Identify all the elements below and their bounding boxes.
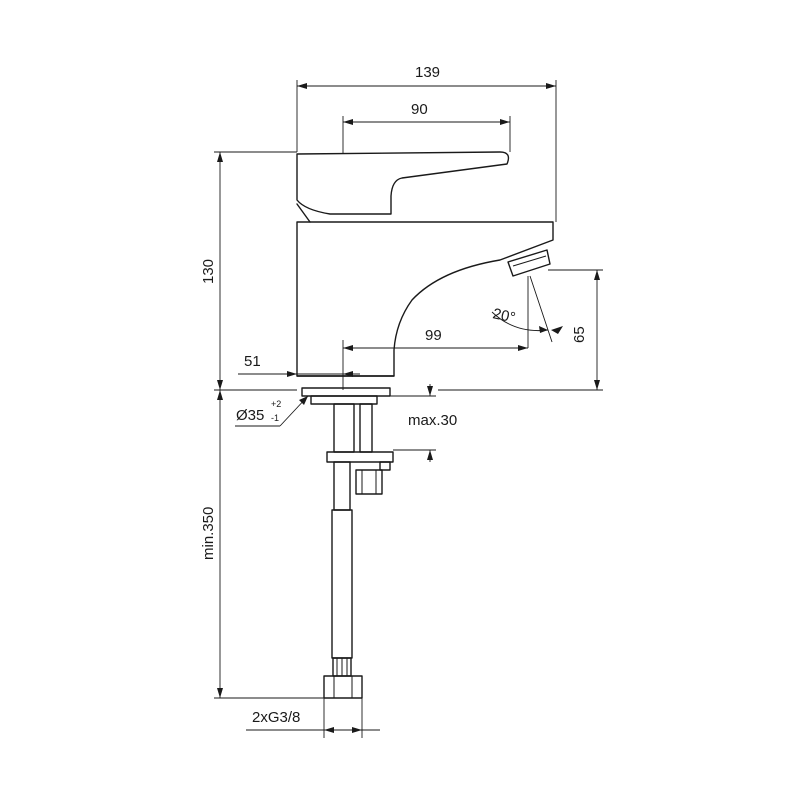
dim-max-deck-thickness: max.30 xyxy=(378,384,457,462)
dim-99-label: 99 xyxy=(425,327,442,344)
dim-spout-angle: 20° xyxy=(491,275,563,348)
dim-90-label: 90 xyxy=(411,101,428,118)
dim-thread-label: 2xG3/8 xyxy=(252,709,300,726)
dim-base-diameter: Ø35 +2 -1 xyxy=(235,395,309,427)
dim-total-height: 130 xyxy=(200,151,297,391)
dim-total-width: 139 xyxy=(296,64,557,222)
dim-max30-label: max.30 xyxy=(408,412,457,429)
dim-51-label: 51 xyxy=(244,353,261,370)
faucet-outline xyxy=(296,151,554,377)
dim-diameter-label: Ø35 xyxy=(236,407,264,424)
flex-hose xyxy=(323,403,363,699)
dim-spout-reach: 99 xyxy=(342,327,528,390)
dim-min350-label: min.350 xyxy=(200,507,217,560)
aerator xyxy=(507,249,551,277)
dim-spout-height: 65 xyxy=(438,269,603,391)
dim-diameter-tol-lower: -1 xyxy=(271,413,279,423)
dim-handle-length: 90 xyxy=(342,101,511,154)
dim-connection-thread: 2xG3/8 xyxy=(246,698,380,738)
dim-body-offset: 51 xyxy=(238,353,360,377)
dim-130-label: 130 xyxy=(200,259,217,284)
dim-65-label: 65 xyxy=(571,326,588,343)
dim-min-hose-length: min.350 xyxy=(200,390,324,699)
dim-diameter-tol-upper: +2 xyxy=(271,399,281,409)
dim-139-label: 139 xyxy=(415,64,440,81)
dim-20deg-label: 20° xyxy=(491,305,517,326)
